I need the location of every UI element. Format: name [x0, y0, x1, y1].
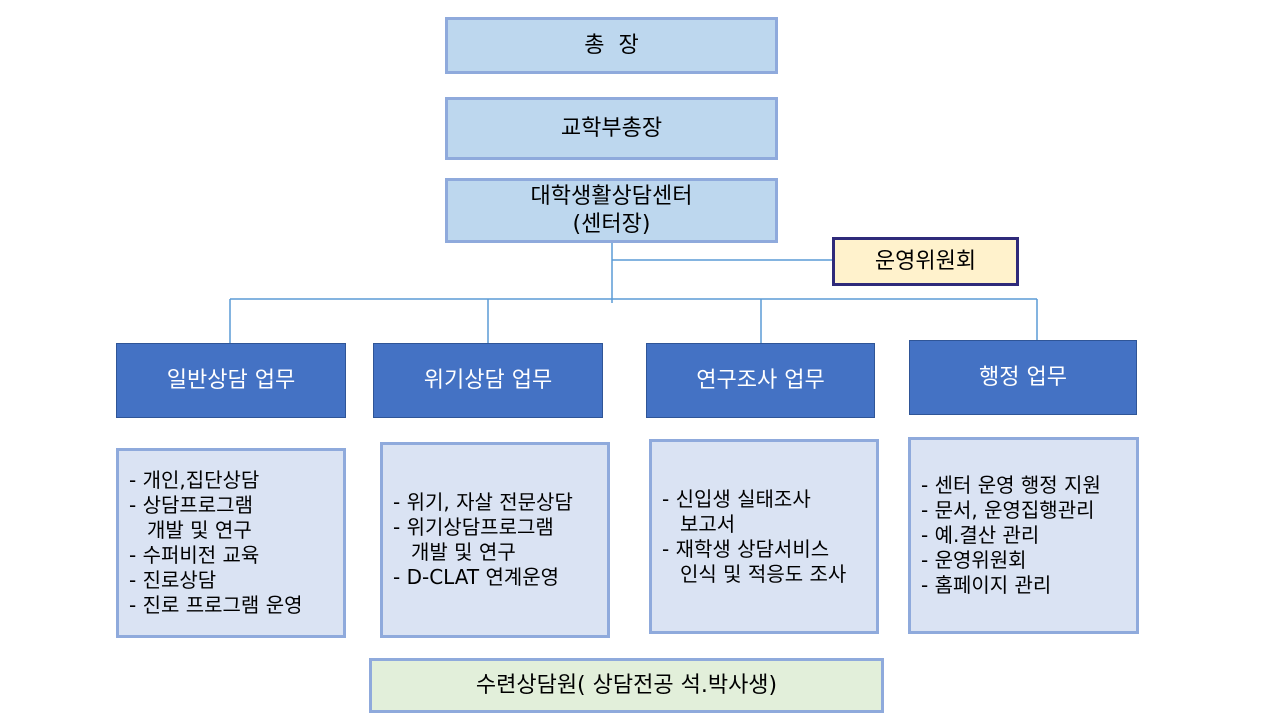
- trainees-label: 수련상담원( 상담전공 석.박사생): [475, 672, 778, 698]
- dept-title: 일반상담 업무: [166, 367, 296, 393]
- trainees-box: 수련상담원( 상담전공 석.박사생): [369, 658, 884, 713]
- task-item: 운영위원회: [921, 548, 1136, 573]
- dept-crisis-counseling: 위기상담 업무: [373, 343, 603, 418]
- task-item: 진로상담: [129, 568, 343, 593]
- task-item: 재학생 상담서비스 인식 및 적응도 조사: [662, 537, 876, 587]
- dept-title: 위기상담 업무: [423, 367, 553, 393]
- vice-president-box: 교학부총장: [445, 97, 778, 160]
- dept-research: 연구조사 업무: [646, 343, 875, 418]
- dept-title: 행정 업무: [979, 364, 1067, 390]
- president-label: 총 장: [584, 32, 639, 58]
- task-item: 수퍼비전 교육: [129, 543, 343, 568]
- research-tasks: 신입생 실태조사 보고서 재학생 상담서비스 인식 및 적응도 조사: [649, 439, 879, 634]
- task-item: 신입생 실태조사 보고서: [662, 487, 876, 537]
- task-item: 예.결산 관리: [921, 523, 1136, 548]
- task-item: D-CLAT 연계운영: [393, 565, 607, 590]
- task-item: 센터 운영 행정 지원: [921, 473, 1136, 498]
- task-item: 진로 프로그램 운영: [129, 593, 343, 618]
- center-name: 대학생활상담센터: [530, 184, 693, 209]
- general-counseling-tasks: 개인,집단상담 상담프로그램 개발 및 연구 수퍼비전 교육 진로상담 진로 프…: [116, 448, 346, 638]
- task-item: 위기, 자살 전문상담: [393, 490, 607, 515]
- task-item: 문서, 운영집행관리: [921, 498, 1136, 523]
- task-item: 개인,집단상담: [129, 468, 343, 493]
- dept-administration: 행정 업무: [909, 340, 1137, 415]
- crisis-counseling-tasks: 위기, 자살 전문상담 위기상담프로그램 개발 및 연구 D-CLAT 연계운영: [380, 442, 610, 638]
- dept-general-counseling: 일반상담 업무: [116, 343, 346, 418]
- president-box: 총 장: [445, 17, 778, 74]
- task-item: 홈페이지 관리: [921, 573, 1136, 598]
- vice-president-label: 교학부총장: [560, 115, 663, 141]
- center-head: (센터장): [572, 211, 651, 237]
- committee-label: 운영위원회: [874, 248, 977, 274]
- committee-box: 운영위원회: [832, 237, 1019, 286]
- dept-title: 연구조사 업무: [696, 367, 825, 393]
- administration-tasks: 센터 운영 행정 지원 문서, 운영집행관리 예.결산 관리 운영위원회 홈페이…: [908, 437, 1139, 634]
- center-box: 대학생활상담센터 (센터장): [445, 178, 778, 243]
- task-item: 위기상담프로그램 개발 및 연구: [393, 515, 607, 565]
- task-item: 상담프로그램 개발 및 연구: [129, 493, 343, 543]
